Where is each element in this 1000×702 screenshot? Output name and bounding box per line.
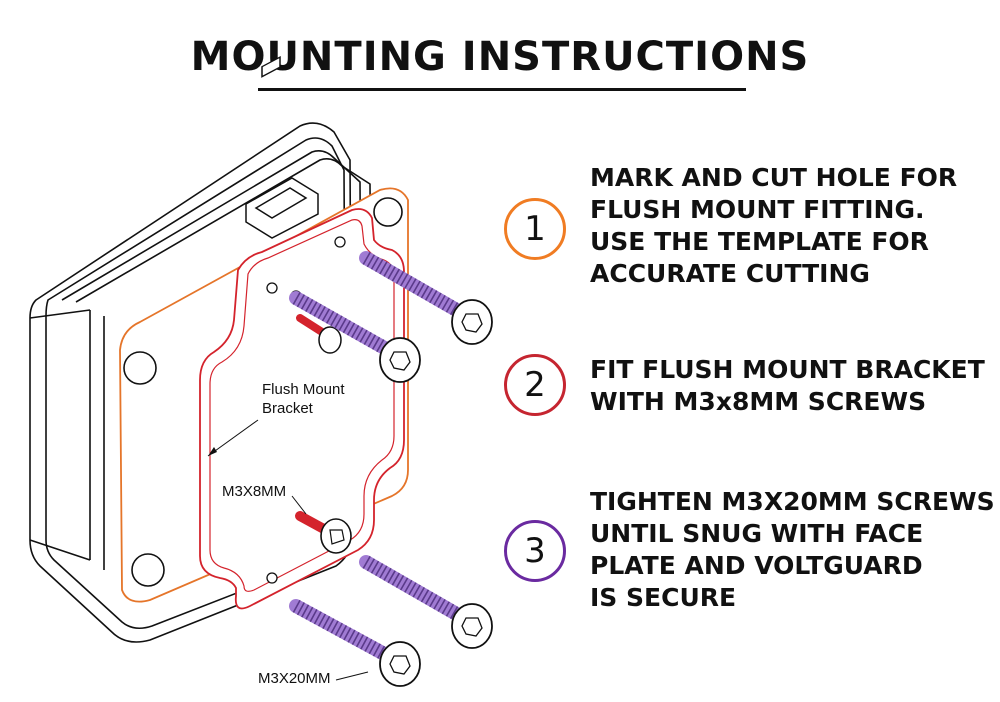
bracket-label-line2: Bracket bbox=[262, 400, 314, 417]
connector-port bbox=[245, 55, 319, 239]
step-2-number: 2 bbox=[524, 365, 546, 405]
step-1-line-3: USE THE TEMPLATE FOR bbox=[590, 227, 929, 256]
mount-hole-upper-right bbox=[373, 197, 403, 227]
long-screw-label: M3X20MM bbox=[258, 670, 331, 687]
step-3-number-circle: 3 bbox=[504, 520, 566, 582]
step-2-line-1: FIT FLUSH MOUNT BRACKET bbox=[590, 355, 985, 384]
mount-hole-upper-left bbox=[123, 351, 157, 385]
page-title: MOUNTING INSTRUCTIONS bbox=[190, 34, 810, 80]
short-screw-leader-line bbox=[291, 495, 307, 515]
long-screw-lower-right bbox=[359, 555, 493, 649]
step-1: 1 MARK AND CUT HOLE FOR FLUSH MOUNT FITT… bbox=[498, 162, 988, 288]
bracket-label-line1: Flush Mount bbox=[262, 381, 345, 398]
long-screws bbox=[289, 251, 493, 687]
long-screw-mid bbox=[289, 291, 421, 383]
long-screw-top-right bbox=[359, 251, 493, 345]
short-screw-lower bbox=[295, 511, 352, 554]
long-screw-bottom bbox=[289, 599, 421, 687]
mounting-diagram: Flush Mount Bracket M3X8MM M3X20MM bbox=[29, 55, 493, 687]
step-3-line-2: UNTIL SNUG WITH FACE bbox=[590, 519, 924, 548]
step-3-line-4: IS SECURE bbox=[590, 583, 737, 612]
step-3-text: TIGHTEN M3X20MM SCREWS UNTIL SNUG WITH F… bbox=[590, 486, 995, 614]
callout-lines bbox=[207, 419, 369, 681]
step-1-line-2: FLUSH MOUNT FITTING. bbox=[590, 195, 925, 224]
bracket-leader-line bbox=[207, 419, 259, 457]
step-3: 3 TIGHTEN M3X20MM SCREWS UNTIL SNUG WITH… bbox=[498, 486, 995, 612]
step-1-line-4: ACCURATE CUTTING bbox=[590, 259, 870, 288]
short-screw-label: M3X8MM bbox=[222, 483, 286, 500]
step-2-text: FIT FLUSH MOUNT BRACKET WITH M3x8MM SCRE… bbox=[590, 354, 988, 418]
step-1-line-1: MARK AND CUT HOLE FOR bbox=[590, 163, 958, 192]
flush-mount-bracket bbox=[199, 208, 405, 610]
step-3-number: 3 bbox=[524, 531, 546, 571]
mount-hole-lower-left bbox=[131, 553, 165, 587]
step-3-line-1: TIGHTEN M3X20MM SCREWS bbox=[590, 487, 995, 516]
step-1-number: 1 bbox=[524, 209, 546, 249]
long-screw-leader-line bbox=[335, 671, 369, 681]
step-2-line-2: WITH M3x8MM SCREWS bbox=[590, 387, 927, 416]
step-3-line-3: PLATE AND VOLTGUARD bbox=[590, 551, 923, 580]
short-screw-upper bbox=[296, 314, 342, 354]
step-2: 2 FIT FLUSH MOUNT BRACKET WITH M3x8MM SC… bbox=[498, 354, 988, 464]
step-1-text: MARK AND CUT HOLE FOR FLUSH MOUNT FITTIN… bbox=[590, 162, 988, 290]
step-2-number-circle: 2 bbox=[504, 354, 566, 416]
title-underline bbox=[258, 88, 746, 91]
step-1-number-circle: 1 bbox=[504, 198, 566, 260]
